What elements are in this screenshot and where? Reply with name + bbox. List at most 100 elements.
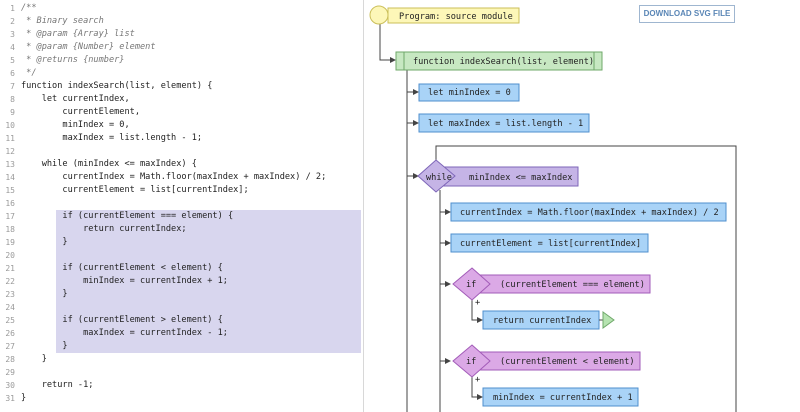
- code-line[interactable]: 13 while (minIndex <= maxIndex) {: [0, 158, 363, 171]
- code-line[interactable]: 9 currentElement,: [0, 106, 363, 119]
- code-text[interactable]: maxIndex = currentIndex - 1;: [21, 328, 228, 338]
- code-line[interactable]: 4 * @param {Number} element: [0, 41, 363, 54]
- code-line[interactable]: 20: [0, 249, 363, 262]
- code-text[interactable]: currentElement = list[currentIndex];: [21, 185, 249, 195]
- current-element-node[interactable]: currentElement = list[currentIndex]: [450, 233, 649, 253]
- code-text[interactable]: minIndex = 0,: [21, 120, 130, 130]
- return-label: return currentIndex: [493, 316, 591, 326]
- code-line[interactable]: 31}: [0, 392, 363, 405]
- code-text[interactable]: while (minIndex <= maxIndex) {: [21, 159, 197, 169]
- line-number: 13: [5, 160, 15, 169]
- code-text[interactable]: if (currentElement > element) {: [21, 315, 223, 325]
- code-text[interactable]: * Binary search: [21, 16, 104, 26]
- code-text[interactable]: currentElement,: [21, 107, 140, 117]
- code-text[interactable]: */: [21, 68, 37, 78]
- if-equal-label: if: [466, 280, 476, 290]
- code-text[interactable]: if (currentElement < element) {: [21, 263, 223, 273]
- if-equal-node[interactable]: if (currentElement === element): [452, 267, 651, 301]
- code-line[interactable]: 12: [0, 145, 363, 158]
- selection-highlight: [56, 340, 361, 353]
- code-line[interactable]: 17 if (currentElement === element) {: [0, 210, 363, 223]
- line-number: 19: [5, 238, 15, 247]
- code-line[interactable]: 15 currentElement = list[currentIndex];: [0, 184, 363, 197]
- code-line[interactable]: 14 currentIndex = Math.floor(maxIndex + …: [0, 171, 363, 184]
- min-update-node[interactable]: minIndex = currentIndex + 1: [482, 387, 639, 407]
- line-number: 12: [5, 147, 15, 156]
- code-text[interactable]: * @returns {number}: [21, 55, 125, 65]
- if-equal-plus: +: [475, 298, 480, 308]
- code-line[interactable]: 16: [0, 197, 363, 210]
- code-line[interactable]: 24: [0, 301, 363, 314]
- while-node[interactable]: while minIndex <= maxIndex: [417, 159, 579, 193]
- selection-highlight: [56, 262, 361, 275]
- code-line[interactable]: 7 function indexSearch(list, element) {: [0, 80, 363, 93]
- code-text[interactable]: minIndex = currentIndex + 1;: [21, 276, 228, 286]
- code-text[interactable]: }: [21, 393, 27, 403]
- code-line[interactable]: 2 * Binary search: [0, 15, 363, 28]
- code-line[interactable]: 22 minIndex = currentIndex + 1;: [0, 275, 363, 288]
- code-line[interactable]: 26 maxIndex = currentIndex - 1;: [0, 327, 363, 340]
- code-line[interactable]: 10 minIndex = 0,: [0, 119, 363, 132]
- selection-highlight: [56, 223, 361, 236]
- code-line[interactable]: 6 */: [0, 67, 363, 80]
- code-text[interactable]: }: [21, 354, 47, 364]
- code-text[interactable]: maxIndex = list.length - 1;: [21, 133, 203, 143]
- return-node[interactable]: return currentIndex: [482, 310, 615, 330]
- code-line[interactable]: 27 }: [0, 340, 363, 353]
- code-text[interactable]: return currentIndex;: [21, 224, 187, 234]
- if-less-plus: +: [475, 375, 480, 385]
- code-text[interactable]: return -1;: [21, 380, 94, 390]
- code-line[interactable]: 18 return currentIndex;: [0, 223, 363, 236]
- code-text[interactable]: let currentIndex,: [21, 94, 130, 104]
- code-line[interactable]: 5 * @returns {number}: [0, 54, 363, 67]
- while-condition: minIndex <= maxIndex: [469, 173, 572, 183]
- max-index-label: let maxIndex = list.length - 1: [428, 119, 583, 129]
- if-less-label: if: [466, 357, 476, 367]
- code-line[interactable]: 3 * @param {Array} list: [0, 28, 363, 41]
- code-line[interactable]: 21 if (currentElement < element) {: [0, 262, 363, 275]
- line-number: 1: [10, 4, 15, 13]
- min-index-node[interactable]: let minIndex = 0: [418, 83, 520, 102]
- code-line[interactable]: 23 }: [0, 288, 363, 301]
- code-text[interactable]: function indexSearch(list, element) {: [21, 81, 213, 91]
- code-text[interactable]: * @param {Array} list: [21, 29, 135, 39]
- current-index-node[interactable]: currentIndex = Math.floor(maxIndex + max…: [450, 202, 727, 222]
- max-index-node[interactable]: let maxIndex = list.length - 1: [418, 113, 590, 133]
- code-text[interactable]: }: [21, 289, 68, 299]
- line-number: 21: [5, 264, 15, 273]
- code-line[interactable]: 30 return -1;: [0, 379, 363, 392]
- line-number: 7: [10, 82, 15, 91]
- line-number: 24: [5, 303, 15, 312]
- line-number: 25: [5, 316, 15, 325]
- code-text[interactable]: /**: [21, 3, 37, 13]
- code-line[interactable]: 1 /**: [0, 2, 363, 15]
- line-number: 22: [5, 277, 15, 286]
- code-text[interactable]: if (currentElement === element) {: [21, 211, 234, 221]
- line-number: 17: [5, 212, 15, 221]
- download-svg-button[interactable]: DOWNLOAD SVG FILE: [639, 5, 735, 23]
- start-node[interactable]: Program: source module: [369, 5, 520, 25]
- line-number: 28: [5, 355, 15, 364]
- code-text[interactable]: * @param {Number} element: [21, 42, 156, 52]
- line-number: 20: [5, 251, 15, 260]
- selection-highlight: [56, 288, 361, 301]
- code-line[interactable]: 8 let currentIndex,: [0, 93, 363, 106]
- flowchart-panel[interactable]: Program: source module function indexSea…: [364, 0, 800, 412]
- code-line[interactable]: 19 }: [0, 236, 363, 249]
- line-number: 11: [5, 134, 15, 143]
- line-number: 6: [10, 69, 15, 78]
- code-line[interactable]: 25 if (currentElement > element) {: [0, 314, 363, 327]
- selection-highlight: [56, 210, 361, 223]
- line-number: 31: [5, 394, 15, 403]
- code-text[interactable]: currentIndex = Math.floor(maxIndex + max…: [21, 172, 327, 182]
- line-number: 18: [5, 225, 15, 234]
- code-line[interactable]: 29: [0, 366, 363, 379]
- function-node[interactable]: function indexSearch(list, element): [395, 51, 603, 71]
- code-text[interactable]: }: [21, 237, 68, 247]
- if-less-node[interactable]: if (currentElement < element): [452, 344, 641, 378]
- code-line[interactable]: 28 }: [0, 353, 363, 366]
- selection-highlight: [56, 236, 361, 249]
- code-text[interactable]: }: [21, 341, 68, 351]
- code-line[interactable]: 11 maxIndex = list.length - 1;: [0, 132, 363, 145]
